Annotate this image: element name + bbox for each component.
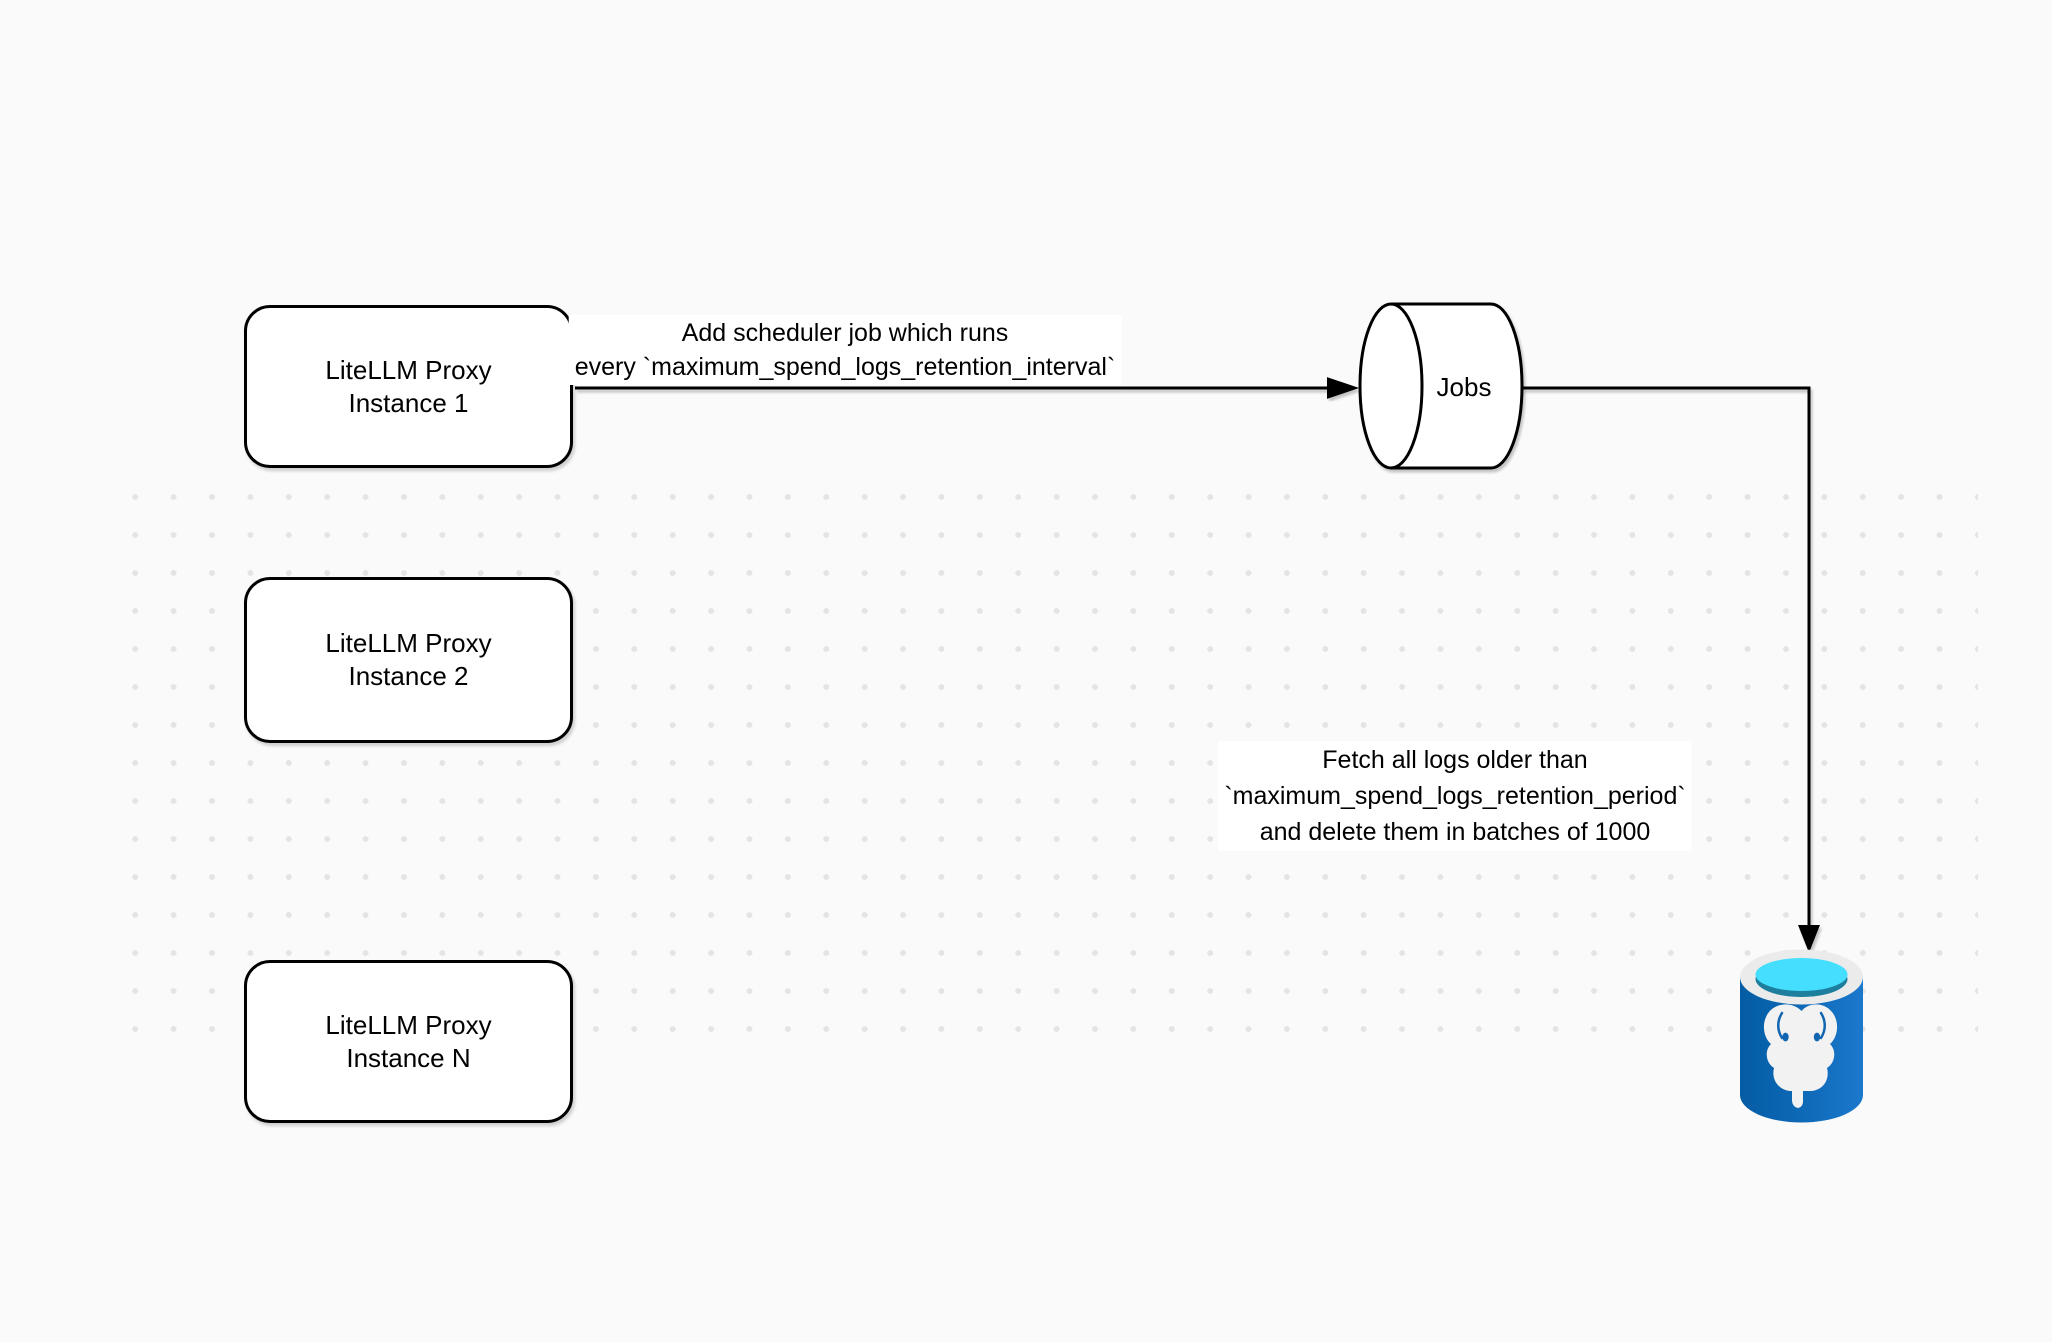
postgresql-database-icon [1740,949,1863,1123]
jobs-node-label: Jobs [1436,372,1492,402]
node-litellm-proxy-instance-n: LiteLLM Proxy Instance N [244,960,573,1123]
edge-cleanup-arrow [1522,386,1820,953]
edge-label-schedule: Add scheduler job which runs every `maxi… [568,315,1122,385]
jobs-queue-cylinder [1358,302,1524,470]
node-label: LiteLLM Proxy Instance 1 [325,354,492,418]
edge-label-cleanup: Fetch all logs older than `maximum_spend… [1218,741,1692,851]
node-litellm-proxy-instance-1: LiteLLM Proxy Instance 1 [244,305,573,468]
node-label: LiteLLM Proxy Instance 2 [325,628,492,691]
edge-schedule-arrow [575,377,1360,399]
node-litellm-proxy-instance-2: LiteLLM Proxy Instance 2 [244,577,573,743]
postgres-elephant-icon [1763,1004,1838,1108]
node-label: LiteLLM Proxy Instance N [325,1009,492,1073]
